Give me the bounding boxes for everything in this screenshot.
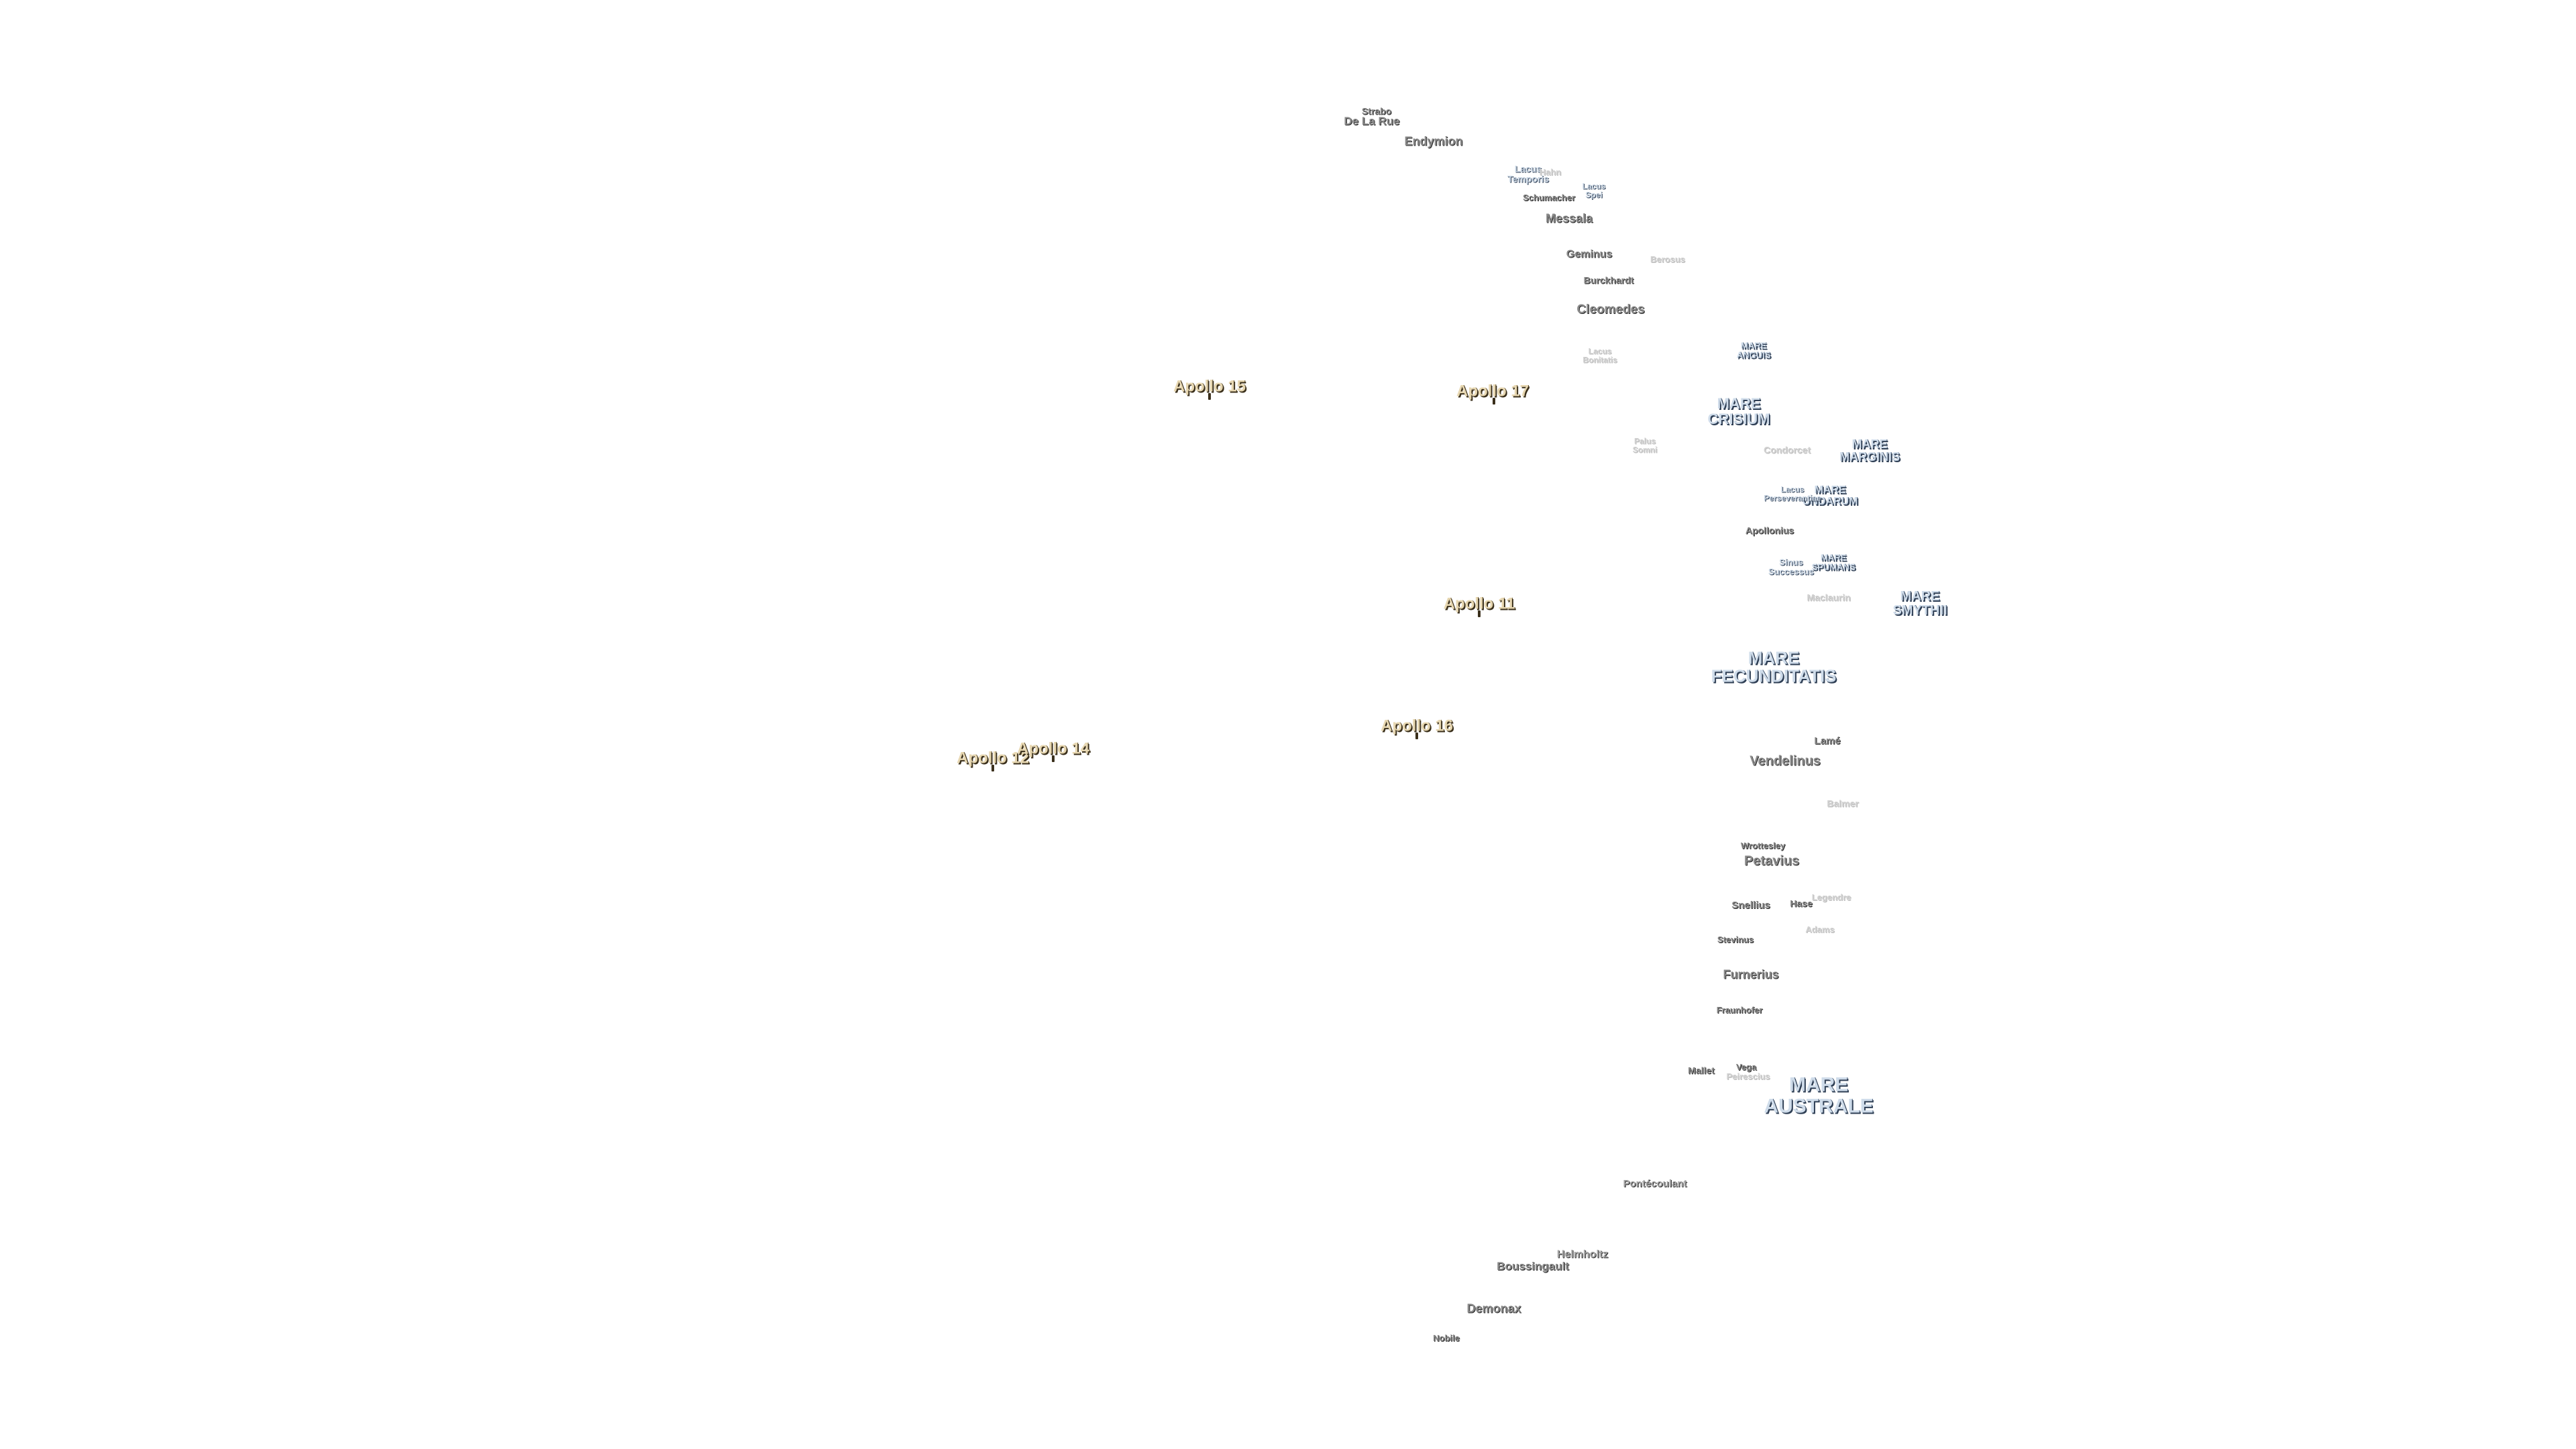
apollo-14-label[interactable]: Apollo 14 (1016, 739, 1090, 758)
crater-boussingault-label[interactable]: Boussingault (1497, 1260, 1569, 1273)
crater-vega-label[interactable]: Vega (1735, 1062, 1757, 1073)
lacus-spei-label[interactable]: Lacus Spei (1582, 181, 1606, 199)
apollo-17-label[interactable]: Apollo 17 (1456, 382, 1529, 400)
mare-anguis-label[interactable]: MARE ANGUIS (1736, 340, 1771, 360)
crater-messala-label[interactable]: Messala (1545, 211, 1593, 225)
apollo-15-label[interactable]: Apollo 15 (1173, 377, 1246, 396)
mare-fecunditatis-label[interactable]: MARE FECUNDITATIS (1711, 647, 1837, 686)
crater-palus-somni-label[interactable]: Palus Somni (1632, 436, 1658, 454)
crater-nobile-label[interactable]: Nobile (1433, 1333, 1460, 1344)
crater-demonax-label[interactable]: Demonax (1466, 1301, 1521, 1316)
crater-cleomedes-label[interactable]: Cleomedes (1576, 303, 1645, 317)
mare-marginis-label[interactable]: MARE MARGINIS (1839, 437, 1900, 464)
crater-condorcet-label[interactable]: Condorcet (1764, 444, 1811, 455)
apollo-12-label[interactable]: Apollo 12 (956, 749, 1030, 767)
apollo-12-marker[interactable] (991, 765, 994, 771)
crater-furnerius-label[interactable]: Furnerius (1723, 967, 1779, 981)
crater-maclaurin-label[interactable]: Maclaurin (1807, 592, 1851, 603)
crater-mallet-label[interactable]: Mallet (1688, 1065, 1715, 1076)
apollo-14-marker[interactable] (1052, 755, 1055, 762)
crater-geminus-label[interactable]: Geminus (1566, 248, 1613, 260)
crater-schumacher-label[interactable]: Schumacher (1522, 193, 1576, 203)
crater-fraunhofer-label[interactable]: Fraunhofer (1716, 1005, 1763, 1016)
crater-endymion-label[interactable]: Endymion (1404, 134, 1463, 148)
crater-adams-label[interactable]: Adams (1805, 924, 1835, 935)
crater-petavius-label[interactable]: Petavius (1743, 853, 1800, 869)
crater-hahn-label[interactable]: Hahn (1539, 167, 1562, 178)
apollo-17-marker[interactable] (1493, 398, 1495, 405)
crater-de-la-rue-label[interactable]: De La Rue (1344, 115, 1400, 128)
crater-peirescius-label[interactable]: Peirescius (1726, 1071, 1770, 1082)
crater-strabo-label[interactable]: Strabo (1361, 105, 1392, 117)
apollo-11-label[interactable]: Apollo 11 (1443, 594, 1515, 613)
crater-pontecoulant-label[interactable]: Pontécoulant (1623, 1178, 1687, 1190)
apollo-16-label[interactable]: Apollo 16 (1380, 716, 1454, 735)
lacus-perseverantiae-label[interactable]: Lacus Perseverantiae (1764, 484, 1821, 502)
mare-smythii-label[interactable]: MARE SMYTHII (1892, 589, 1947, 618)
crater-berosus-label[interactable]: Berosus (1650, 254, 1686, 265)
crater-snellius-label[interactable]: Snellius (1731, 900, 1770, 912)
crater-helmholtz-label[interactable]: Helmholtz (1556, 1248, 1609, 1260)
mare-australe-label[interactable]: MARE AUSTRALE (1764, 1073, 1874, 1117)
sinus-successus-label[interactable]: Sinus Successus (1768, 557, 1814, 576)
crater-balmer-label[interactable]: Balmer (1827, 798, 1859, 809)
apollo-11-marker[interactable] (1478, 610, 1481, 617)
apollo-16-marker[interactable] (1415, 733, 1418, 739)
crater-stevinus-label[interactable]: Stevinus (1717, 934, 1754, 945)
crater-hase-label[interactable]: Hase (1790, 898, 1813, 909)
mare-undarum-label[interactable]: MARE UNDARUM (1802, 484, 1858, 507)
crater-wrottesley-label[interactable]: Wrottesley (1740, 841, 1786, 851)
apollo-15-marker[interactable] (1208, 393, 1211, 400)
crater-lame-label[interactable]: Lamé (1814, 735, 1841, 747)
crater-vendelinus-label[interactable]: Vendelinus (1750, 753, 1821, 769)
lacus-temporis-label[interactable]: Lacus Temporis (1507, 163, 1549, 184)
mare-spumans-label[interactable]: MARE SPUMANS (1811, 552, 1856, 572)
crater-apollonius-label[interactable]: Apollonius (1745, 525, 1794, 536)
crater-burckhardt-label[interactable]: Burckhardt (1583, 274, 1634, 286)
mare-crisium-label[interactable]: MARE CRISIUM (1707, 394, 1770, 427)
crater-legendre-label[interactable]: Legendre (1811, 892, 1851, 903)
crater-lacus-bonitatis-label[interactable]: Lacus Bonitatis (1582, 346, 1617, 364)
